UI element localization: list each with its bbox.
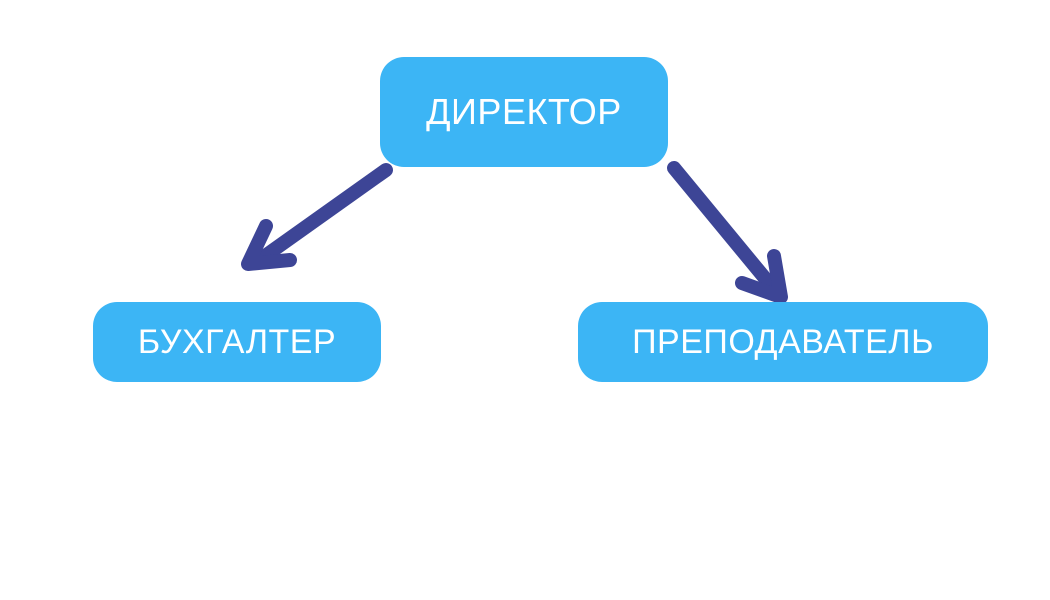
node-director: ДИРЕКТОР	[380, 57, 668, 167]
edge-director-to-accountant-shaft	[251, 163, 393, 268]
edge-director-to-accountant	[241, 163, 393, 271]
edge-director-to-teacher-shaft	[667, 161, 780, 295]
node-accountant-label: БУХГАЛТЕР	[137, 322, 337, 361]
edge-director-to-teacher	[667, 161, 788, 304]
node-accountant: БУХГАЛТЕР	[93, 302, 381, 382]
node-teacher: ПРЕПОДАВАТЕЛЬ	[578, 302, 988, 382]
node-teacher-label: ПРЕПОДАВАТЕЛЬ	[632, 322, 934, 361]
edge-director-to-teacher-arrowhead-icon	[735, 249, 788, 304]
node-director-label: ДИРЕКТОР	[426, 91, 622, 132]
edge-director-to-accountant-arrowhead-icon	[241, 219, 297, 271]
